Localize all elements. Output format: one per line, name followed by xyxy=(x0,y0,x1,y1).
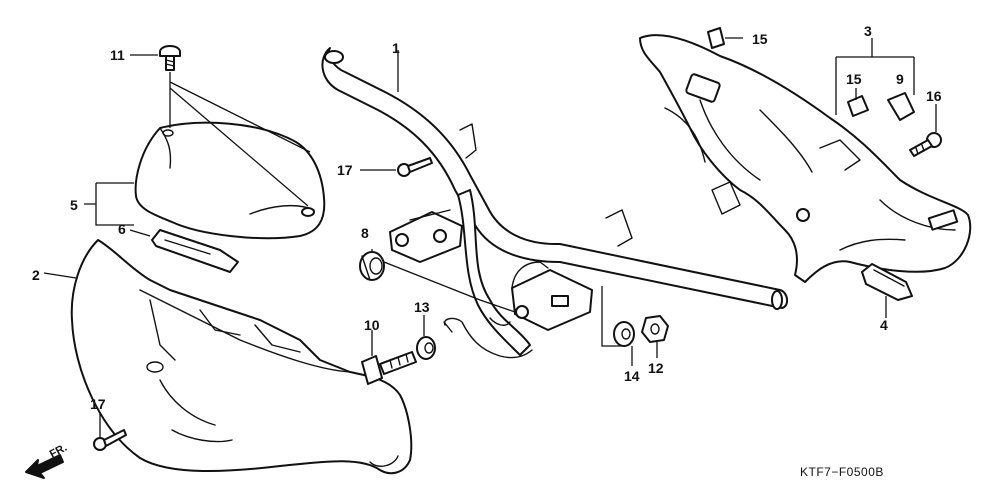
callout-13: 13 xyxy=(414,299,430,315)
upper-clamp-bracket xyxy=(389,209,463,263)
handle-rear-cover-assembly xyxy=(639,34,972,283)
wire-clip xyxy=(443,317,533,359)
callout-8: 8 xyxy=(361,225,369,241)
handle-rear-cover xyxy=(70,239,413,475)
tapping-screw-17-lower xyxy=(93,429,127,451)
leader-lines xyxy=(43,37,937,438)
callout-15-lower: 15 xyxy=(846,71,862,87)
washer-14 xyxy=(613,321,635,347)
callout-1: 1 xyxy=(392,40,400,56)
spring-clip-lower xyxy=(847,95,869,117)
callout-17-lower: 17 xyxy=(90,396,106,412)
callout-12: 12 xyxy=(648,360,664,376)
callout-4: 4 xyxy=(880,317,888,333)
callout-16: 16 xyxy=(926,88,942,104)
spring-clip-upper xyxy=(707,27,725,49)
rubber-grommet-8 xyxy=(359,251,385,281)
callout-9: 9 xyxy=(896,71,904,87)
screw-16 xyxy=(909,132,942,157)
screw-11 xyxy=(159,45,181,71)
nut-12 xyxy=(641,315,669,343)
front-direction-arrow-icon xyxy=(25,454,64,479)
callout-5: 5 xyxy=(70,197,78,213)
callout-11: 11 xyxy=(110,47,125,63)
callout-14: 14 xyxy=(624,368,640,384)
callout-10: 10 xyxy=(364,317,380,333)
callout-15-upper: 15 xyxy=(752,31,768,47)
rear-cover-pad xyxy=(887,92,915,121)
callout-3: 3 xyxy=(864,23,872,39)
callout-6: 6 xyxy=(118,221,126,237)
collar-13 xyxy=(416,336,436,360)
callout-17-upper: 17 xyxy=(337,162,353,178)
tapping-screw-17-upper xyxy=(397,157,433,177)
diagram-code: KTF7−F0500B xyxy=(800,465,884,479)
small-lid xyxy=(861,263,913,301)
bolt-10 xyxy=(361,351,417,385)
direction-label: FR. xyxy=(48,442,69,461)
callout-2: 2 xyxy=(32,267,40,283)
cover-seal-strip xyxy=(151,229,239,273)
handlebar-pipe xyxy=(321,47,788,356)
handle-front-cover xyxy=(134,121,326,240)
lower-clamp-bracket xyxy=(511,261,593,331)
